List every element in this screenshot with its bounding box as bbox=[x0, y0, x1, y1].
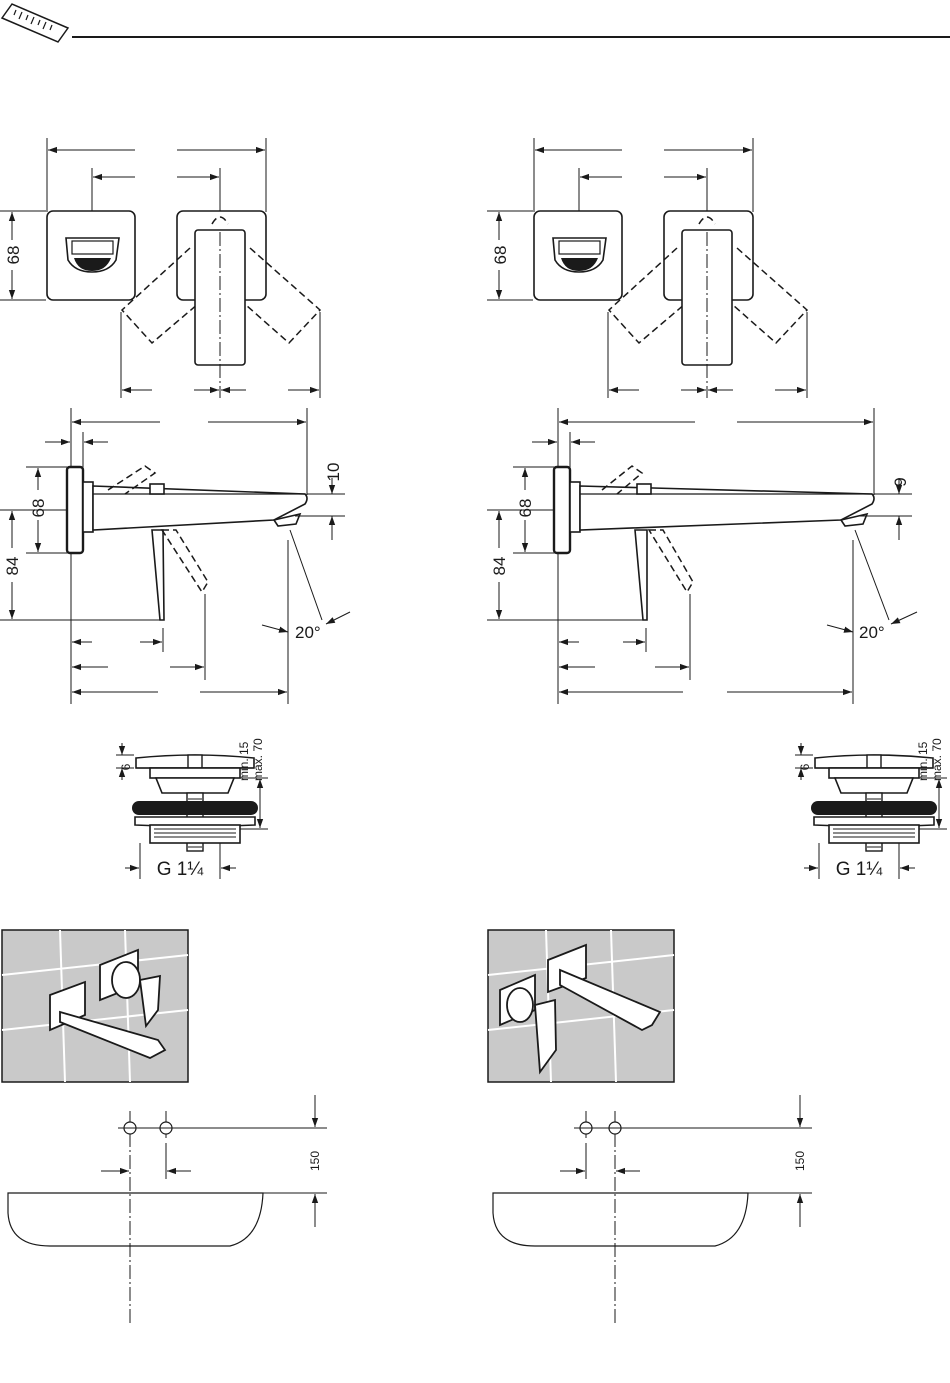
ruler-icon bbox=[2, 4, 68, 42]
label-84-side-right: 84 bbox=[490, 557, 509, 576]
illustration-right bbox=[488, 930, 674, 1082]
label-6-waste-right: 6 bbox=[798, 763, 812, 770]
label-150-right: 150 bbox=[793, 1151, 807, 1171]
illustration-left bbox=[2, 930, 188, 1082]
label-84-side-left: 84 bbox=[3, 557, 22, 576]
label-68-front-right: 68 bbox=[491, 246, 510, 265]
side-view-right: 68 84 9 20° bbox=[487, 408, 917, 704]
label-thread-left: G 1¼ bbox=[157, 859, 205, 880]
label-max-waste-right: max. 70 bbox=[930, 738, 944, 781]
front-view-right: 68 bbox=[487, 138, 807, 398]
label-angle-right: 20° bbox=[859, 623, 885, 642]
label-68-side-left: 68 bbox=[29, 499, 48, 518]
waste-valve-left: 6 min. 15 max. 70 G 1¼ bbox=[116, 738, 268, 880]
side-view-left: 68 84 10 20° bbox=[0, 408, 350, 704]
basin-plan-right: 150 bbox=[493, 1095, 812, 1323]
label-150-left: 150 bbox=[308, 1151, 322, 1171]
basin-plan-left: 150 bbox=[8, 1095, 327, 1323]
front-view-left: 68 bbox=[0, 138, 320, 398]
label-max-waste-left: max. 70 bbox=[251, 738, 265, 781]
label-6-waste-left: 6 bbox=[119, 763, 133, 770]
label-min-waste-left: min. 15 bbox=[237, 741, 251, 781]
waste-valve-right: 6 min. 15 max. 70 G 1¼ bbox=[795, 738, 947, 880]
label-10-spout: 10 bbox=[324, 463, 343, 482]
label-angle-left: 20° bbox=[295, 623, 321, 642]
label-9-spout: 9 bbox=[891, 477, 910, 486]
label-min-waste-right: min. 15 bbox=[916, 741, 930, 781]
label-thread-right: G 1¼ bbox=[836, 859, 884, 880]
label-68-side-right: 68 bbox=[516, 499, 535, 518]
label-68-front-left: 68 bbox=[4, 246, 23, 265]
